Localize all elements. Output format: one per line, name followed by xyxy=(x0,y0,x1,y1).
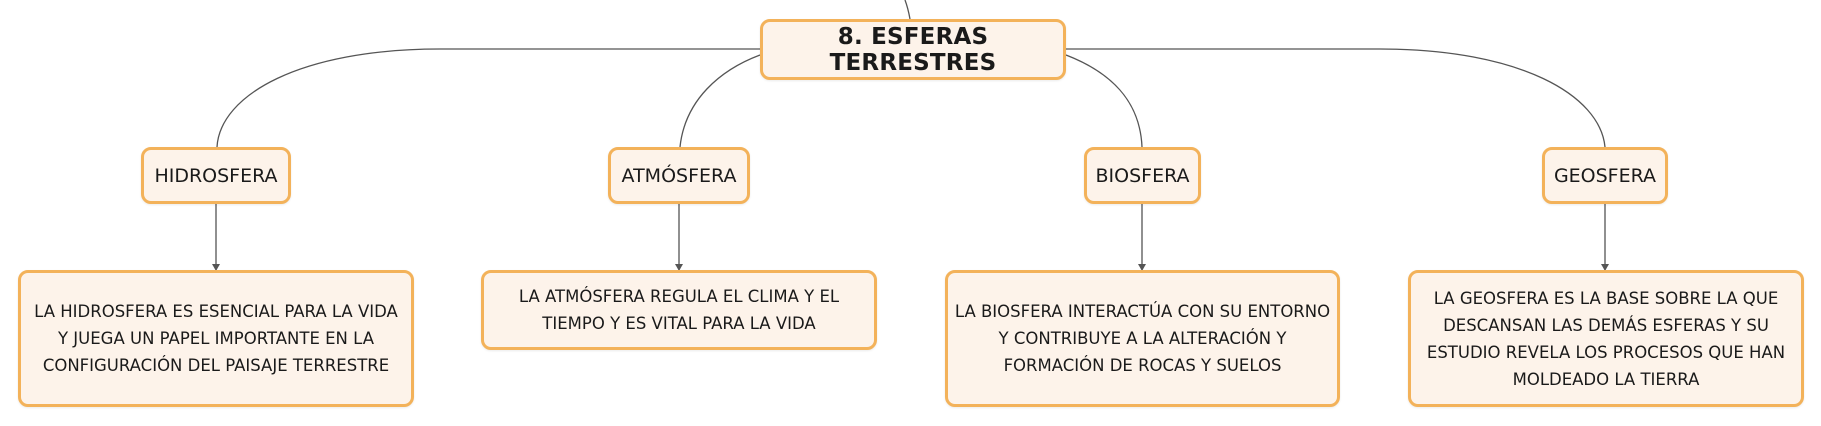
topic-hidrosfera[interactable]: HIDROSFERA xyxy=(141,147,291,204)
subtopic-geosfera-description[interactable]: LA GEOSFERA ES LA BASE SOBRE LA QUE DESC… xyxy=(1408,270,1804,407)
subtopic-biosfera-text: LA BIOSFERA INTERACTÚA CON SU ENTORNO Y … xyxy=(954,302,1331,375)
arrow-hidrosfera xyxy=(212,264,220,271)
subtopic-atmosfera-text: LA ATMÓSFERA REGULA EL CLIMA Y EL TIEMPO… xyxy=(518,287,840,333)
arrow-biosfera xyxy=(1138,264,1146,271)
connector-root-hidrosfera xyxy=(216,48,760,148)
subtopic-geosfera-text: LA GEOSFERA ES LA BASE SOBRE LA QUE DESC… xyxy=(1426,288,1786,389)
topic-atmosfera[interactable]: ATMÓSFERA xyxy=(608,147,750,204)
connector-root-parent xyxy=(904,0,911,20)
topic-biosfera-label: BIOSFERA xyxy=(1095,164,1190,187)
arrow-atmosfera xyxy=(675,264,683,271)
topic-hidrosfera-label: HIDROSFERA xyxy=(154,164,278,187)
topic-geosfera-label: GEOSFERA xyxy=(1553,164,1657,187)
connector-root-geosfera xyxy=(1066,48,1606,148)
topic-atmosfera-label: ATMÓSFERA xyxy=(621,164,737,187)
connector-root-biosfera xyxy=(1065,54,1143,148)
subtopic-hidrosfera-description[interactable]: LA HIDROSFERA ES ESENCIAL PARA LA VIDA Y… xyxy=(18,270,414,407)
subtopic-atmosfera-description[interactable]: LA ATMÓSFERA REGULA EL CLIMA Y EL TIEMPO… xyxy=(481,270,877,350)
subtopic-biosfera-description[interactable]: LA BIOSFERA INTERACTÚA CON SU ENTORNO Y … xyxy=(945,270,1340,407)
topic-biosfera[interactable]: BIOSFERA xyxy=(1084,147,1201,204)
connector-root-atmosfera xyxy=(679,54,761,148)
root-topic-label: 8. ESFERAS TERRESTRES xyxy=(829,23,997,76)
arrow-geosfera xyxy=(1601,264,1609,271)
subtopic-hidrosfera-text: LA HIDROSFERA ES ESENCIAL PARA LA VIDA Y… xyxy=(34,302,398,375)
root-topic[interactable]: 8. ESFERAS TERRESTRES xyxy=(760,19,1066,80)
topic-geosfera[interactable]: GEOSFERA xyxy=(1542,147,1668,204)
